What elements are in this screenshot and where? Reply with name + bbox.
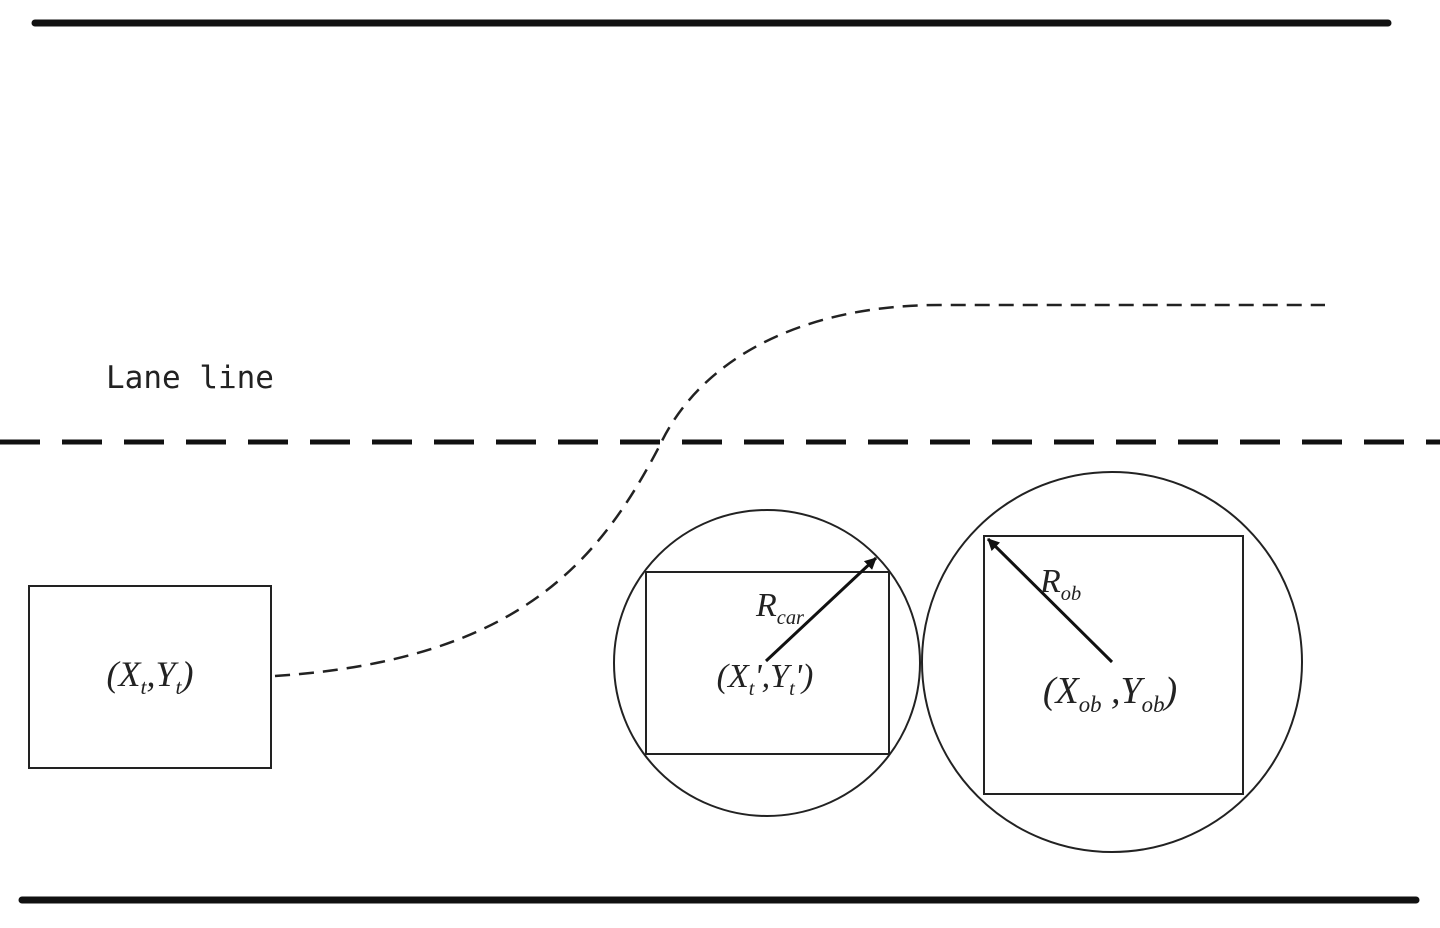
lane-change-trajectory <box>274 303 1325 678</box>
target-vehicle-radius-label: Rcar <box>755 587 804 629</box>
obstacle-position-label: (Xob ,Yob) <box>1043 670 1177 717</box>
target-vehicle-safety-circle <box>613 509 921 817</box>
target-vehicle-position-label: (Xt',Yt') <box>717 658 814 700</box>
target-vehicle-radius-arrow <box>764 556 878 663</box>
vehicle-current-position-label: (Xt,Yt) <box>106 654 193 699</box>
vehicle-current-box <box>28 585 272 769</box>
obstacle-box <box>983 535 1244 795</box>
target-vehicle-box <box>645 571 890 755</box>
obstacle-radius-label: Rob <box>1039 563 1081 605</box>
lane-line-label: Lane line <box>106 360 274 396</box>
obstacle-radius-arrow <box>986 537 1114 664</box>
obstacle-safety-circle <box>921 471 1303 853</box>
